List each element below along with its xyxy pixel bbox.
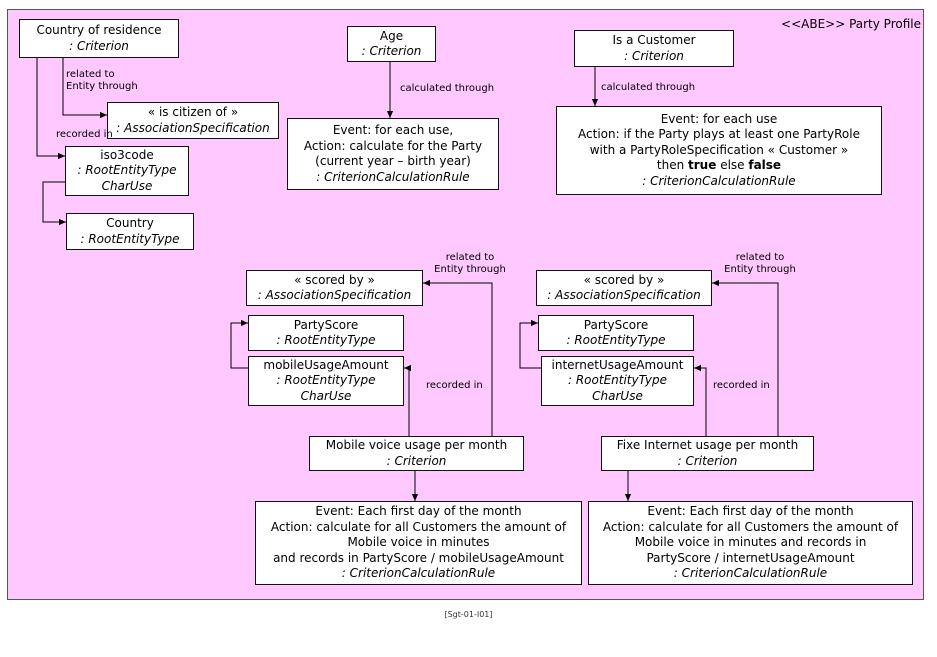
box-fixe-internet-usage: Fixe Internet usage per month : Criterio… [601, 436, 814, 471]
rule-line: Action: calculate for the Party [303, 138, 483, 153]
label-recorded-in-1: recorded in [56, 129, 113, 140]
box-type: : CriterionCalculationRule [642, 173, 796, 188]
rule-line: Action: if the Party plays at least one … [578, 127, 860, 142]
rule-line: Event: Each first day of the month [647, 504, 854, 519]
label-related-to-3: related to Entity through [720, 252, 800, 276]
box-title: PartyScore [293, 317, 359, 332]
false-keyword: false [748, 158, 782, 173]
box-age: Age : Criterion [347, 26, 436, 62]
box-subtype: CharUse [101, 178, 153, 193]
rule-line: (current year – birth year) [315, 154, 471, 168]
box-title: Mobile voice usage per month [325, 438, 508, 452]
box-type: : Criterion [386, 453, 447, 468]
label-line: Entity through [66, 81, 138, 92]
box-type: : RootEntityType [567, 373, 667, 388]
box-iso3code: iso3code : RootEntityType CharUse [65, 146, 189, 196]
box-type: : AssociationSpecification [547, 288, 701, 302]
box-type: : CriterionCalculationRule [316, 169, 470, 184]
label-related-to-1: related to Entity through [66, 69, 138, 93]
label-recorded-in-2: recorded in [426, 380, 483, 391]
box-scored-by-1: « scored by » : AssociationSpecification [246, 270, 423, 306]
box-title: Fixe Internet usage per month [616, 438, 799, 452]
box-type: : AssociationSpecification [257, 288, 412, 302]
box-title: mobileUsageAmount [263, 357, 389, 372]
rule-line: Mobile voice in minutes [347, 535, 490, 550]
box-title: « scored by » [583, 272, 665, 287]
rule-line: Event: for each use [660, 111, 778, 126]
box-country-of-residence: Country of residence : Criterion [19, 19, 179, 58]
then-text: then [656, 158, 689, 173]
box-title: Country [106, 216, 154, 230]
figure-reference: [Sgt-01-I01] [444, 610, 493, 619]
label-line: Entity through [434, 264, 506, 275]
box-title: Country of residence [36, 23, 162, 37]
label-line: related to [66, 69, 115, 80]
diagram-title: <<ABE>> Party Profile [781, 17, 921, 31]
box-title: « is citizen of » [147, 105, 239, 119]
box-is-citizen-of: « is citizen of » : AssociationSpecifica… [107, 102, 279, 139]
box-type: : Criterion [624, 48, 684, 63]
box-type: : RootEntityType [276, 373, 376, 388]
label-calculated-through-2: calculated through [601, 82, 696, 93]
box-subtype: CharUse [300, 388, 352, 403]
box-type: : RootEntityType [77, 163, 177, 178]
box-type: : Criterion [677, 453, 738, 468]
box-type: : RootEntityType [276, 333, 376, 347]
box-type: : Criterion [69, 38, 129, 53]
box-internet-usage-amount: internetUsageAmount : RootEntityType Cha… [541, 356, 694, 406]
box-title: iso3code [100, 147, 154, 162]
box-type: : RootEntityType [80, 231, 180, 246]
rule-line: Mobile voice in minutes and records in [634, 535, 867, 550]
box-internet-rule: Event: Each first day of the month Actio… [588, 501, 913, 585]
box-customer-rule: Event: for each use Action: if the Party… [556, 106, 882, 195]
rule-line: Action: calculate for all Customers the … [602, 519, 899, 534]
box-title: PartyScore [583, 317, 649, 332]
box-scored-by-2: « scored by » : AssociationSpecification [536, 270, 712, 306]
box-title: internetUsageAmount [551, 357, 684, 372]
box-age-rule: Event: for each use, Action: calculate f… [287, 118, 499, 190]
rule-line: and records in PartyScore / mobileUsageA… [273, 550, 564, 565]
rule-line: Event: Each first day of the month [315, 504, 522, 519]
box-type: : CriterionCalculationRule [673, 566, 828, 581]
box-title: Age [379, 28, 404, 43]
rule-line: Action: calculate for all Customers the … [270, 519, 567, 534]
label-line: related to [445, 252, 495, 263]
label-calculated-through-1: calculated through [400, 83, 495, 94]
box-party-score-2: PartyScore : RootEntityType [538, 315, 694, 351]
else-text: else [716, 158, 749, 173]
box-title: « scored by » [294, 272, 375, 287]
rule-line: Event: for each use, [332, 123, 454, 137]
label-recorded-in-3: recorded in [713, 380, 770, 391]
box-is-a-customer: Is a Customer : Criterion [574, 30, 734, 67]
label-line: related to [735, 252, 785, 263]
box-title: Is a Customer [612, 33, 696, 47]
box-mobile-usage-amount: mobileUsageAmount : RootEntityType CharU… [248, 356, 404, 406]
label-line: Entity through [724, 264, 796, 275]
box-mobile-voice-usage: Mobile voice usage per month : Criterion [309, 436, 524, 471]
rule-line: PartyScore / internetUsageAmount [646, 550, 855, 565]
box-country: Country : RootEntityType [66, 213, 194, 250]
box-type: : AssociationSpecification [116, 120, 270, 135]
box-mobile-rule: Event: Each first day of the month Actio… [255, 501, 582, 585]
box-party-score-1: PartyScore : RootEntityType [248, 315, 404, 351]
true-keyword: true [688, 158, 717, 173]
rule-line: with a PartyRoleSpecification « Customer… [589, 142, 849, 157]
box-subtype: CharUse [592, 388, 643, 403]
box-type: : RootEntityType [566, 333, 666, 347]
label-related-to-2: related to Entity through [430, 252, 510, 276]
box-type: : CriterionCalculationRule [341, 566, 496, 581]
rule-line-then: then true else false [557, 158, 881, 174]
box-type: : Criterion [361, 44, 422, 58]
